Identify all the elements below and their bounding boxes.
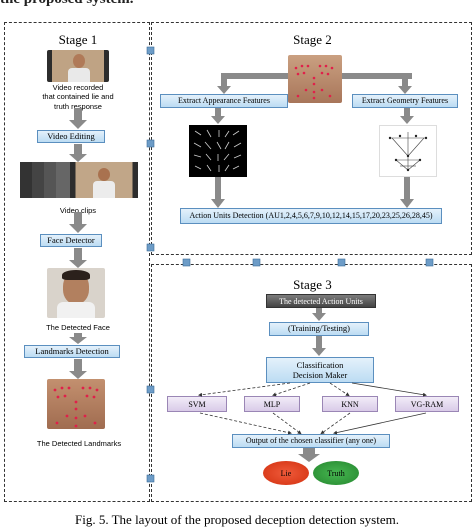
classifier-vgram-box: VG-RAM bbox=[395, 396, 459, 412]
training-testing-box: (Training/Testing) bbox=[269, 322, 369, 336]
video-thumbnail bbox=[47, 50, 109, 82]
extract-geometry-box: Extract Geometry Features bbox=[352, 94, 458, 108]
detected-landmarks-caption: The Detected Landmarks bbox=[36, 439, 122, 448]
stage3-title: Stage 3 bbox=[293, 277, 332, 292]
action-units-detection-box: Action Units Detection (AU1,2,4,5,6,7,9,… bbox=[180, 208, 442, 224]
panel-link-markers bbox=[146, 46, 434, 483]
face-detector-box: Face Detector bbox=[40, 234, 102, 247]
stage2-face-image bbox=[288, 55, 342, 103]
classification-decision-box: Classification Decision Maker bbox=[266, 357, 374, 383]
video-clips-caption: Video clips bbox=[59, 206, 97, 215]
detected-landmarks-image bbox=[47, 379, 105, 429]
detected-face-caption: The Detected Face bbox=[46, 323, 110, 332]
stage1-arrows bbox=[69, 108, 87, 379]
landmark-dots bbox=[53, 64, 334, 428]
classifier-knn-box: KNN bbox=[322, 396, 378, 412]
stage1-title: Stage 1 bbox=[58, 32, 98, 47]
classifier-output-box: Output of the chosen classifier (any one… bbox=[232, 434, 390, 448]
landmarks-detection-box: Landmarks Detection bbox=[24, 345, 120, 358]
header-fragment: the proposed system. bbox=[0, 0, 300, 8]
video-clips-filmstrip bbox=[20, 162, 138, 198]
classifier-svm-box: SVM bbox=[167, 396, 227, 412]
truth-output-oval: Truth bbox=[313, 461, 359, 485]
extract-appearance-box: Extract Appearance Features bbox=[160, 94, 288, 108]
video-recorded-caption: Video recorded that contained lie and tr… bbox=[42, 83, 114, 111]
classifier-connectors bbox=[198, 382, 427, 435]
stage2-arrows bbox=[211, 73, 414, 208]
video-editing-box: Video Editing bbox=[37, 130, 105, 143]
figure-caption: Fig. 5. The layout of the proposed decep… bbox=[75, 512, 399, 527]
stage3-arrows bbox=[298, 308, 326, 462]
appearance-feature-image bbox=[189, 125, 247, 177]
detected-action-units-box: The detected Action Units bbox=[266, 294, 376, 308]
detected-face-image bbox=[47, 268, 105, 318]
lie-output-oval: Lie bbox=[263, 461, 309, 485]
geometry-feature-image bbox=[379, 125, 437, 177]
classifier-mlp-box: MLP bbox=[244, 396, 300, 412]
stage2-title: Stage 2 bbox=[293, 32, 332, 47]
